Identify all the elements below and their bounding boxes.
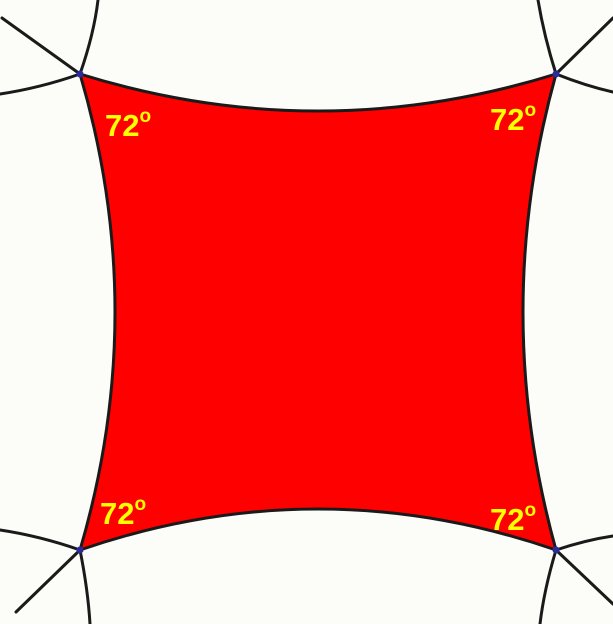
edge-br-right — [554, 534, 613, 552]
angle-value: 72 — [490, 502, 524, 537]
edge-bl-left — [0, 528, 82, 552]
degree-mark: o — [139, 106, 151, 127]
angle-value: 72 — [490, 102, 524, 137]
edge-bottom — [78, 507, 558, 552]
edge-tr-diag — [554, 16, 613, 76]
vertex-bottom-left — [76, 546, 84, 554]
edge-tl-up — [78, 0, 100, 76]
vertex-top-left — [76, 70, 84, 78]
degree-mark: o — [524, 500, 536, 521]
edge-bl-down — [78, 548, 92, 624]
degree-mark: o — [134, 494, 146, 515]
angle-value: 72 — [100, 496, 134, 531]
edge-tr-up — [536, 0, 558, 76]
vertex-bottom-right — [552, 546, 560, 554]
edge-right — [521, 72, 558, 552]
angle-label-top-left: 72o — [105, 106, 151, 143]
edge-tl-left — [0, 72, 82, 96]
edge-top — [78, 72, 558, 113]
angle-label-bottom-left: 72o — [100, 494, 146, 531]
angle-label-bottom-right: 72o — [490, 500, 536, 537]
angle-label-top-right: 72o — [490, 100, 536, 137]
red-quadrilateral-face — [80, 74, 556, 550]
edge-left — [78, 72, 117, 552]
angle-value: 72 — [105, 108, 139, 143]
edge-bl-diag — [14, 548, 82, 614]
edge-tl-diag — [0, 16, 82, 76]
degree-mark: o — [524, 100, 536, 121]
edge-br-diag — [554, 548, 613, 606]
edge-tr-right — [554, 72, 613, 94]
edge-br-down — [538, 548, 558, 624]
vertex-top-right — [552, 70, 560, 78]
